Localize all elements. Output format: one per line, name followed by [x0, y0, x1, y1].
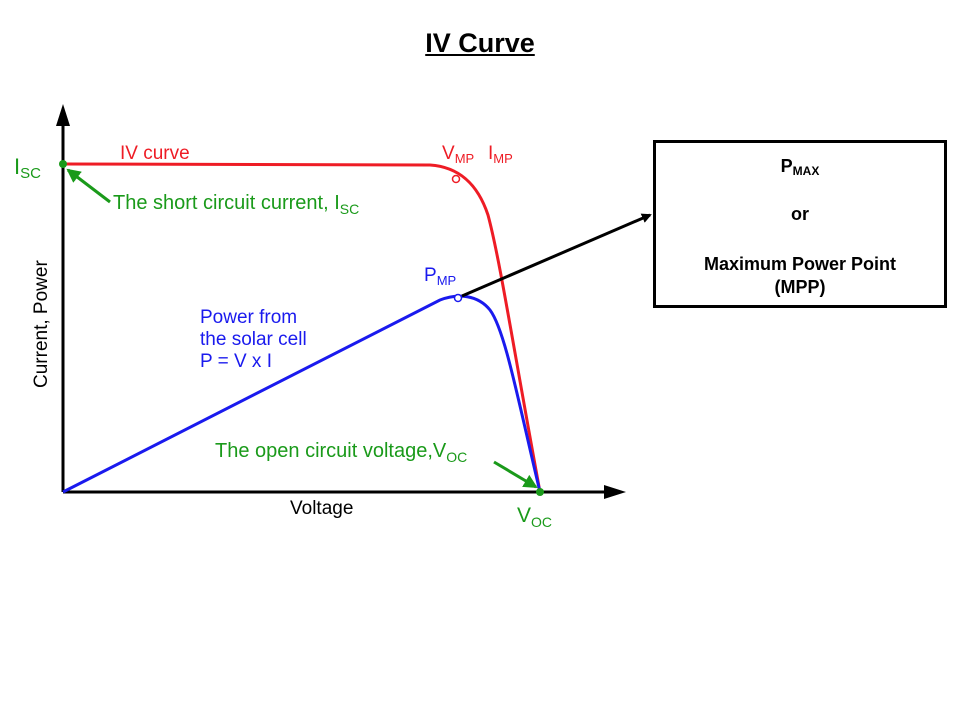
x-axis-arrowhead [604, 485, 626, 499]
iv-curve-line [62, 162, 542, 493]
callout-pmax: PMAX [780, 156, 820, 178]
power-label-line-1: Power from [200, 307, 297, 328]
vmp-label: VMP [442, 143, 474, 166]
y-axis-arrowhead [56, 104, 70, 126]
y-axis-label: Current, Power [31, 260, 52, 388]
mpp-callout-box: PMAX or Maximum Power Point (MPP) [653, 140, 947, 308]
callout-or: or [791, 204, 809, 224]
power-curve-line [62, 294, 542, 494]
power-label-line-3: P = V x I [200, 351, 272, 372]
mpp-point-power [453, 293, 463, 303]
short-circuit-arrow [66, 168, 111, 204]
isc-axis-label: ISC [14, 154, 41, 182]
short-circuit-label: The short circuit current, ISC [113, 192, 359, 217]
iv-curve-label: IV curve [120, 143, 190, 164]
open-circuit-label: The open circuit voltage,VOC [215, 440, 467, 465]
open-circuit-arrow [493, 460, 538, 489]
voc-axis-label: VOC [517, 504, 552, 530]
slide-title: IV Curve [425, 28, 535, 58]
callout-mpp-line1: Maximum Power Point [703, 254, 897, 274]
voc-point [536, 488, 544, 496]
isc-point [59, 160, 67, 168]
imp-label: IMP [488, 143, 513, 166]
mpp-point-iv [451, 174, 461, 184]
mpp-callout-arrow [461, 213, 652, 298]
x-axis-label: Voltage [290, 498, 353, 519]
power-label-line-2: the solar cell [200, 329, 307, 350]
callout-mpp-line2: (MPP) [774, 277, 826, 297]
pmp-label: PMP [424, 265, 456, 288]
